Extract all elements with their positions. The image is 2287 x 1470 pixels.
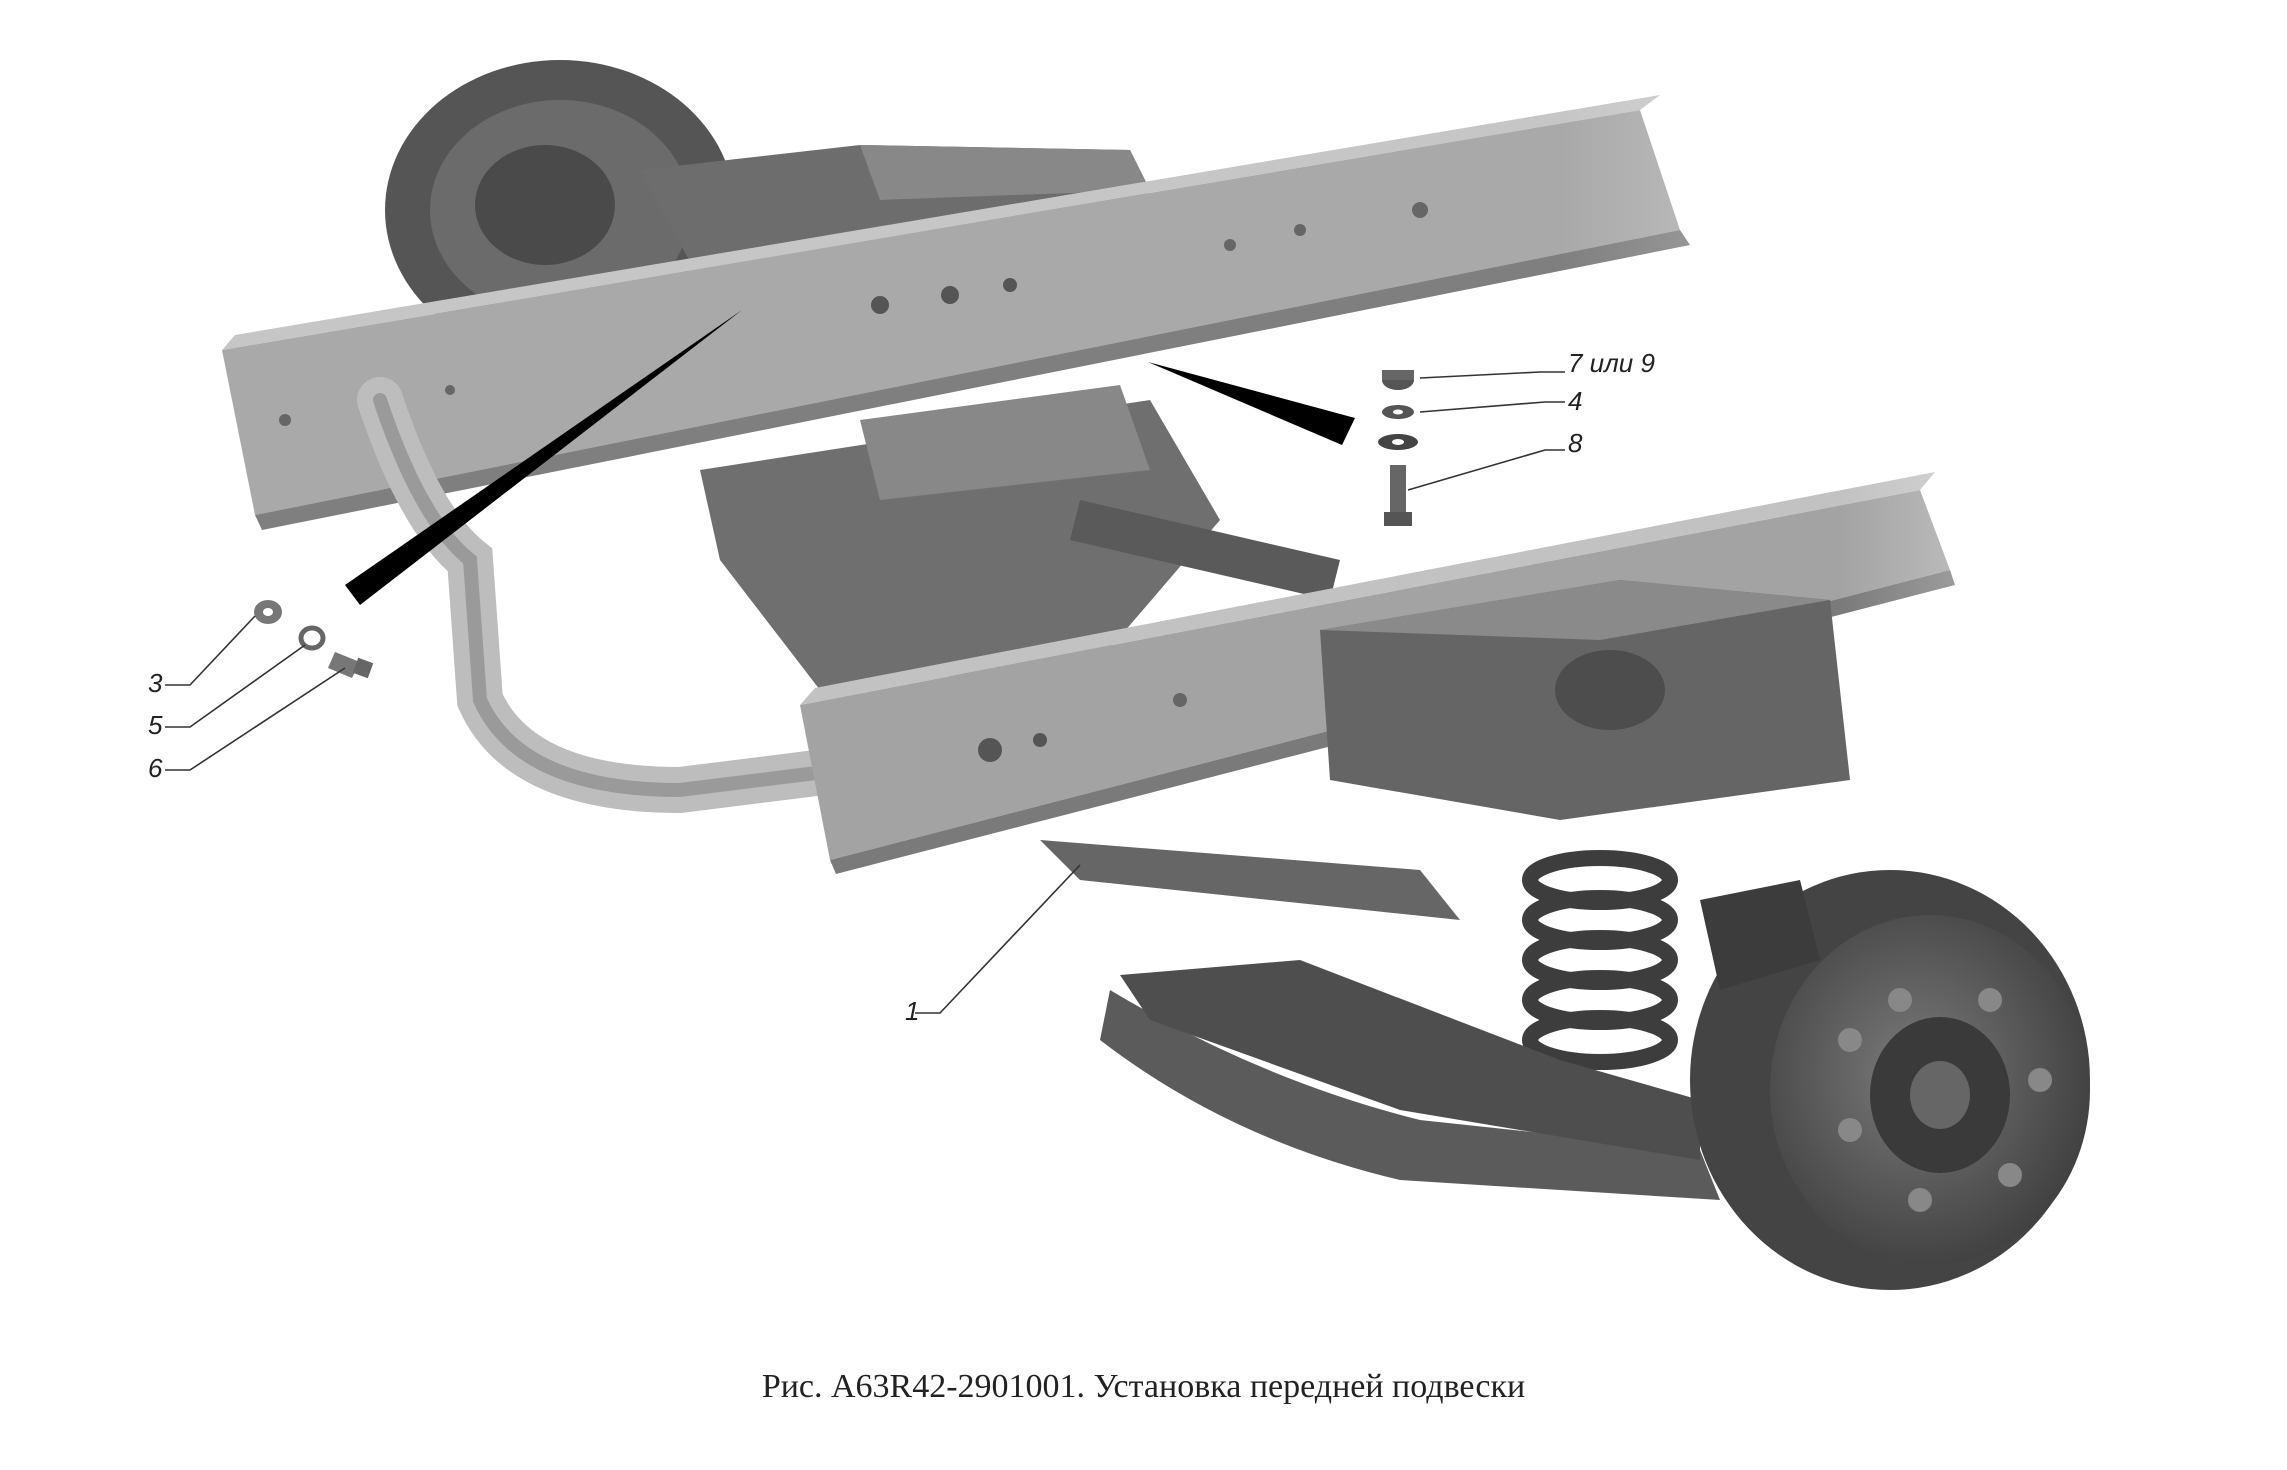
cross-member — [700, 385, 1220, 690]
front-axle-beam — [1040, 840, 1720, 1200]
figure-caption: Рис. A63R42-2901001. Установка передней … — [761, 1368, 1526, 1405]
callout-4: 4 — [1568, 386, 1582, 416]
callout-8: 8 — [1568, 428, 1583, 458]
upper-frame-rail — [222, 60, 2287, 530]
leader-lines — [165, 371, 1565, 1014]
left-brake-drum — [385, 60, 735, 360]
lower-control-arm — [1120, 960, 1700, 1160]
callout-5: 5 — [148, 710, 163, 740]
fastener-nut-7 — [1382, 370, 1414, 390]
callout-6: 6 — [148, 753, 163, 783]
coil-spring — [1522, 850, 1678, 1070]
callout-1: 1 — [905, 996, 919, 1026]
exhaust-pipe — [357, 377, 863, 814]
fastener-lock-washer-5 — [298, 625, 326, 651]
fastener-washer-3 — [254, 600, 282, 624]
install-arrow-right — [1148, 362, 1355, 445]
fastener-washer-4b — [1378, 434, 1418, 450]
right-wheel-hub — [1690, 870, 2090, 1290]
install-arrow-left — [345, 310, 742, 605]
steering-rod-boot — [1070, 500, 1340, 600]
fastener-washer-4a — [1382, 405, 1414, 419]
fastener-bolt-6 — [328, 652, 374, 679]
callout-labels: 7 или 9 4 8 3 5 6 1 — [148, 348, 1655, 1026]
right-suspension-bracket — [1320, 580, 1850, 820]
callout-3: 3 — [148, 668, 163, 698]
fastener-bolt-8 — [1384, 465, 1412, 526]
callout-7-or-9: 7 или 9 — [1568, 348, 1655, 378]
